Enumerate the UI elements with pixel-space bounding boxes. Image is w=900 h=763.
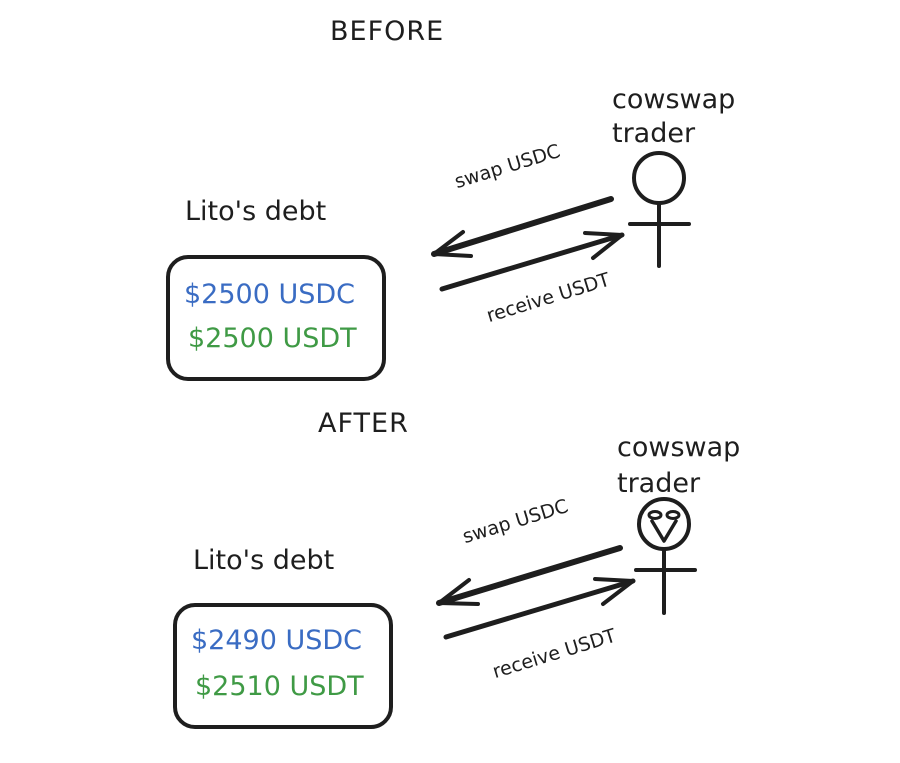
after-receive-arrow-icon	[443, 577, 636, 640]
before-trader-label-line1: cowswap	[612, 84, 736, 115]
before-trader-label-line2: trader	[612, 118, 696, 149]
after-trader-label-line2: trader	[617, 468, 701, 499]
before-trader-figure-icon	[628, 151, 691, 268]
before-swap-arrow-icon	[431, 196, 614, 258]
before-debt-box: $2500 USDC $2500 USDT	[166, 255, 386, 381]
after-usdt-amount: $2510 USDT	[195, 671, 364, 702]
after-trader-label-line1: cowswap	[617, 432, 741, 463]
after-heading: AFTER	[318, 408, 409, 439]
after-debt-title: Lito's debt	[193, 545, 335, 576]
before-usdt-amount: $2500 USDT	[188, 323, 357, 354]
before-usdc-amount: $2500 USDC	[184, 279, 356, 310]
after-swap-arrow-icon	[436, 545, 623, 606]
before-heading: BEFORE	[330, 16, 445, 47]
after-usdc-amount: $2490 USDC	[191, 625, 363, 656]
after-debt-box: $2490 USDC $2510 USDT	[173, 603, 393, 729]
before-receive-arrow-icon	[439, 231, 625, 292]
before-debt-title: Lito's debt	[185, 196, 327, 227]
after-trader-figure-icon	[634, 497, 697, 615]
